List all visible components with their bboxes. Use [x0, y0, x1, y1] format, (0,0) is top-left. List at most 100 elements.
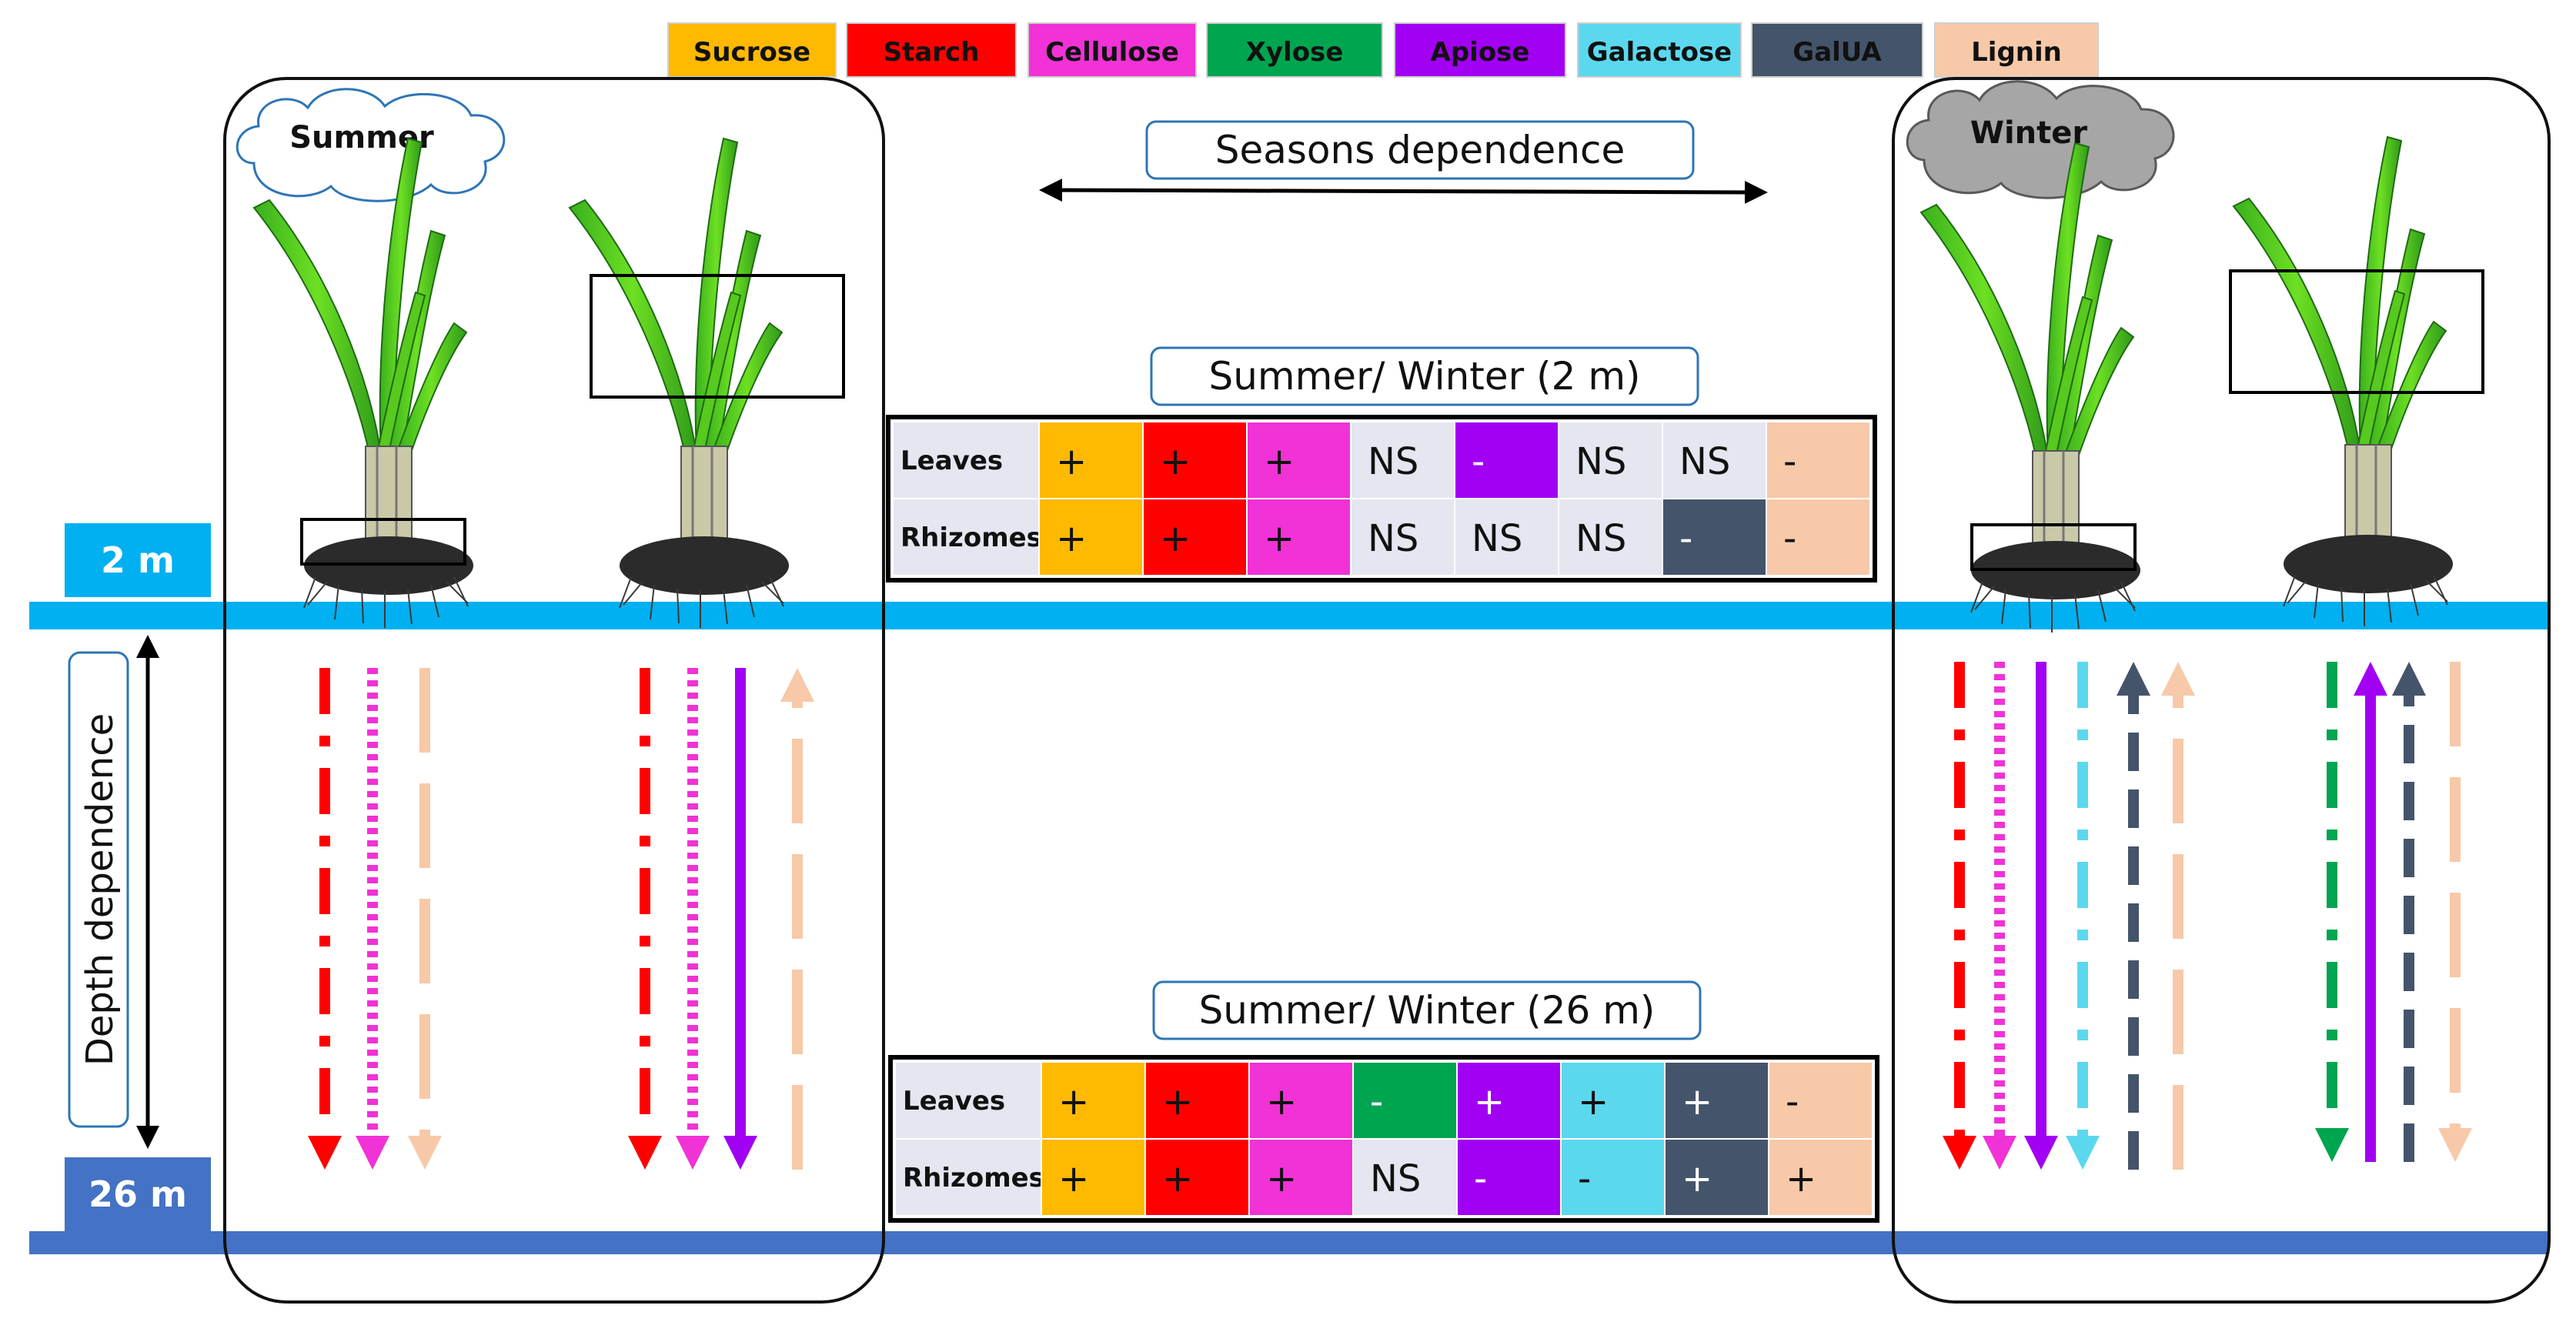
depth-arrow-cellulose: [356, 668, 389, 1170]
table-cell-value: -: [1679, 517, 1692, 560]
leaf-highlight-box-summer: [590, 274, 845, 399]
legend-swatch: [1394, 22, 1566, 78]
seasons-dependence-label: Seasons dependence: [1215, 128, 1625, 172]
depth-26m-label: 26 m: [89, 1173, 187, 1215]
table-cell-value: +: [1162, 1157, 1193, 1200]
table-cell-starch: [1144, 1061, 1250, 1140]
depth-arrow-starch: [1943, 662, 1976, 1170]
table-cell-galactose: [1560, 1138, 1666, 1217]
seasons-dependence-box: [1145, 120, 1695, 180]
table-cell-sucrose: [1041, 1138, 1146, 1217]
depth-arrow-lignin: [408, 668, 442, 1170]
arrow-head: [356, 1136, 389, 1170]
summer-panel: [223, 77, 885, 1304]
table-cell-value: +: [1264, 440, 1295, 483]
table-row-leaves: Leaves+++-+++-: [894, 1061, 1873, 1140]
comparison-tables: Summer/ Winter (2 m) Leaves + + + NS - NS NS - Rhi…: [886, 346, 1879, 1223]
table-cell-value: +: [1162, 1080, 1193, 1123]
arrow-head: [2438, 1128, 2472, 1162]
table-title: Summer/ Winter (2 m): [1208, 354, 1640, 399]
table-cell-apiose: [1456, 1061, 1562, 1140]
table-cell-value: -: [1472, 440, 1485, 483]
arrow-head: [1943, 1136, 1976, 1170]
table-cell-value: +: [1682, 1157, 1712, 1200]
table-cell-value: +: [1474, 1080, 1505, 1123]
table-cell-xylose: [1352, 1138, 1458, 1217]
table-cell-lignin: [1766, 421, 1871, 499]
table-cell-value: +: [1160, 440, 1191, 483]
arrow-group-summer-leaves: [628, 668, 814, 1170]
depth-arrow-lignin: [780, 668, 814, 1170]
depth-arrow-apiose: [2024, 662, 2058, 1170]
legend-item-galua: GalUA: [1751, 22, 1923, 78]
table-cell-value: NS: [1368, 517, 1418, 560]
depth-2m-label: 2 m: [101, 539, 175, 581]
depth-arrow-starch: [628, 668, 662, 1170]
row-label: Rhizomes: [903, 1163, 1044, 1193]
table-cell-value: NS: [1472, 517, 1522, 560]
legend-item-starch: Starch: [846, 22, 1017, 78]
legend-label: Apiose: [1431, 37, 1530, 68]
depth-arrow-lignin: [2161, 662, 2195, 1170]
arrow-head: [723, 1136, 757, 1170]
arrow-head: [2117, 662, 2150, 696]
legend-item-galactose: Galactose: [1577, 22, 1742, 78]
legend-swatch: [1577, 22, 1742, 78]
arrow-head: [1983, 1136, 2016, 1170]
table-cell-galua: [1664, 1138, 1769, 1217]
comparison-table-26m: Summer/ Winter (26 m)Leaves+++-+++-Rhizo…: [888, 980, 1879, 1223]
arrow-head: [2392, 662, 2426, 696]
table-title-box: [1152, 980, 1702, 1040]
legend-item-sucrose: Sucrose: [667, 22, 837, 78]
arrow-head: [2315, 1128, 2349, 1162]
comparison-table-2m: Summer/ Winter (2 m) Leaves + + + NS - NS NS - Rhi…: [886, 346, 1877, 583]
row-label: Leaves: [900, 446, 1003, 476]
table-cell-sucrose: [1038, 421, 1144, 499]
table-cell-value: +: [1264, 517, 1295, 560]
table-cell-value: NS: [1679, 440, 1730, 483]
depth-arrow-galactose: [2066, 662, 2100, 1170]
winter-panel: [1892, 77, 2551, 1304]
plant-illustration-winter-leaves: [2232, 135, 2454, 628]
legend-label: Lignin: [1971, 37, 2062, 68]
table-cell-cellulose: [1246, 498, 1351, 576]
depth-arrow-starch: [308, 668, 342, 1170]
rhizome-highlight-box-summer: [300, 518, 466, 566]
table-cell-value: +: [1056, 517, 1087, 560]
legend-swatch: [846, 22, 1017, 78]
table-row-rhizomes: Rhizomes+++NS--++: [894, 1138, 1873, 1217]
table-cell-value: -: [1578, 1157, 1591, 1200]
table-cell-sucrose: [1038, 498, 1144, 576]
legend-label: Xylose: [1246, 37, 1344, 68]
leaf-highlight-box-winter: [2229, 269, 2484, 394]
legend-swatch: [667, 22, 837, 78]
depth-26m-band: [29, 1231, 2548, 1254]
legend-item-cellulose: Cellulose: [1027, 22, 1197, 78]
table-cell-cellulose: [1248, 1061, 1354, 1140]
table-cell-value: +: [1058, 1080, 1089, 1123]
table-cell-value: -: [1786, 1080, 1799, 1123]
table-cell-sucrose: [1041, 1061, 1146, 1140]
table-title: Summer/ Winter (26 m): [1199, 988, 1656, 1033]
arrow-head: [628, 1136, 662, 1170]
depth-arrow-apiose: [2354, 662, 2387, 1162]
table-cell-value: +: [1266, 1080, 1297, 1123]
depth-2m-band: [29, 602, 2548, 629]
table-cell-cellulose: [1246, 421, 1351, 499]
depth-arrow-cellulose: [676, 668, 710, 1170]
table-cell-lignin: [1766, 498, 1871, 576]
summer-cloud-icon: Summer: [236, 88, 506, 202]
table-cell-cellulose: [1248, 1138, 1354, 1217]
row-label: Rhizomes: [900, 522, 1042, 553]
table-cell-value: -: [1370, 1080, 1383, 1123]
plant-illustration-winter-rhizomes: [1919, 142, 2142, 634]
table-cell-value: -: [1474, 1157, 1487, 1200]
legend-item-lignin: Lignin: [1934, 22, 2099, 78]
arrow-head: [2066, 1136, 2100, 1170]
table-cell-value: -: [1783, 440, 1796, 483]
depth-trend-arrows: [308, 662, 2472, 1170]
